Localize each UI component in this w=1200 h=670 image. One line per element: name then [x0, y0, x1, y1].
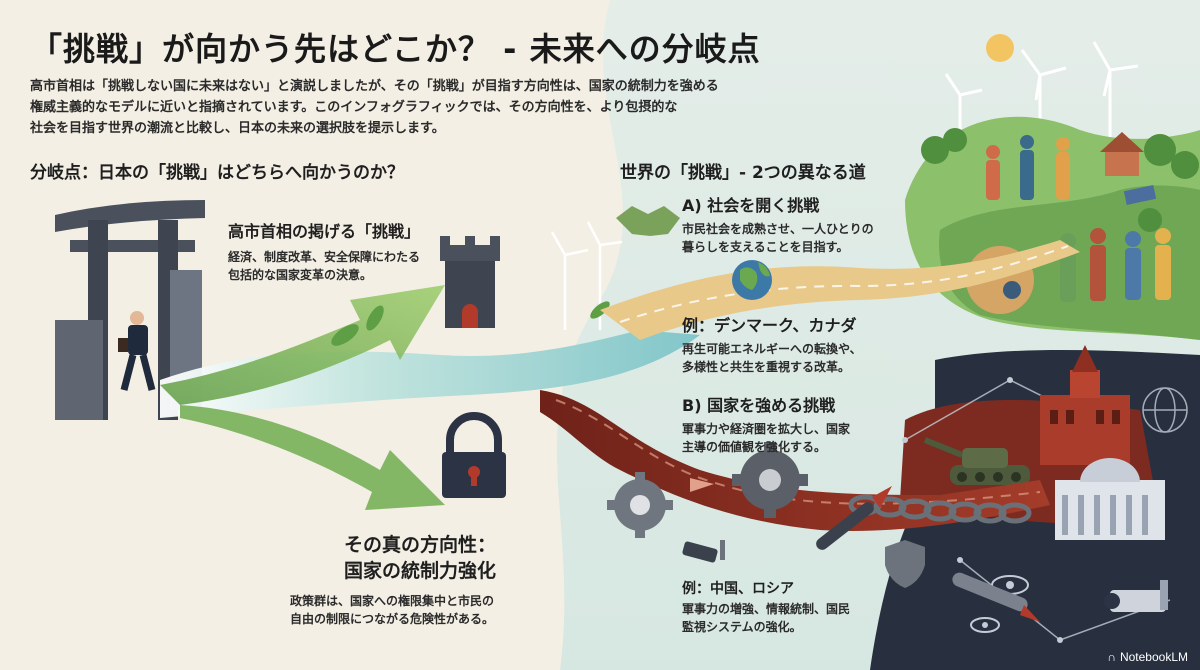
path-a-block: A) 社会を開く挑戦 市民社会を成熟させ、一人ひとりの 暮らしを支えることを目指…	[682, 192, 874, 256]
shield-icon	[885, 540, 925, 588]
government-building-white	[1055, 458, 1165, 540]
padlock-icon	[442, 412, 506, 498]
path-b-line: 軍事力や経済圏を拡大し、国家	[682, 422, 851, 436]
brand-logo-icon: ∩	[1107, 650, 1116, 664]
wind-turbine-icon	[944, 41, 1139, 150]
page-title: 「挑戦」が向かう先はどこか？ - 未来への分岐点	[30, 30, 761, 68]
gear-icon	[607, 472, 673, 538]
path-b-line: 主導の価値観を強化する。	[682, 440, 827, 454]
businessman-icon	[118, 311, 156, 391]
true-direction-line: 政策群は、国家への権限集中と市民の	[290, 594, 495, 608]
missile-icon	[952, 572, 1040, 622]
intro-text: 高市首相は「挑戦しない国に未来はない」と演説しましたが、その「挑戦」が目指す方向…	[30, 76, 790, 139]
intro-line: 権威主義的なモデルに近いと指摘されています。このインフォグラフィックでは、その方…	[30, 100, 678, 115]
path-a-line: 暮らしを支えることを目指す。	[682, 240, 849, 254]
intro-line: 高市首相は「挑戦しない国に未来はない」と演説しましたが、その「挑戦」が目指す方向…	[30, 79, 719, 94]
government-building-red	[1040, 345, 1130, 465]
true-direction-block: その真の方向性： 国家の統制力強化 政策群は、国家への権限集中と市民の 自由の制…	[290, 532, 496, 628]
path-b-example-line: 監視システムの強化。	[682, 620, 802, 634]
pm-challenge-title: 高市首相の掲げる「挑戦」	[228, 222, 421, 241]
true-direction-title: その真の方向性：	[344, 534, 497, 556]
gear-icon	[732, 442, 808, 518]
path-a-title: A) 社会を開く挑戦	[682, 196, 820, 215]
path-b-title: B) 国家を強める挑戦	[682, 396, 836, 415]
path-a-example-line: 多様性と共生を重視する改革。	[682, 360, 851, 374]
cctv-camera-icon	[682, 540, 725, 563]
path-a-example-block: 例：デンマーク、カナダ 再生可能エネルギーへの転換や、 多様性と共生を重視する改…	[682, 312, 862, 376]
globe-icon	[732, 260, 772, 300]
path-a-line: 市民社会を成熟させ、一人ひとりの	[682, 222, 874, 236]
path-b-example-block: 例：中国、ロシア 軍事力の増強、情報統制、国民 監視システムの強化。	[682, 578, 850, 636]
brand-watermark: ∩ NotebookLM	[1107, 650, 1188, 664]
path-b-example-line: 軍事力の増強、情報統制、国民	[682, 602, 851, 616]
pm-challenge-line: 包括的な国家変革の決意。	[228, 268, 373, 282]
brand-label: NotebookLM	[1119, 650, 1188, 664]
right-section-heading: 世界の「挑戦」- 2つの異なる道	[620, 163, 866, 183]
left-section-heading: 分岐点：日本の「挑戦」はどちらへ向かうのか？	[30, 163, 404, 183]
path-a-example-line: 再生可能エネルギーへの転換や、	[682, 342, 862, 356]
true-direction-line: 自由の制限につながる危険性がある。	[290, 612, 495, 626]
sun-icon	[986, 34, 1014, 62]
intro-line: 社会を目指す世界の潮流と比較し、日本の未来の選択肢を提示します。	[30, 121, 445, 136]
cctv-camera-icon	[1104, 580, 1168, 612]
missile-icon	[816, 486, 892, 550]
path-b-block: B) 国家を強める挑戦 軍事力や経済圏を拡大し、国家 主導の価値観を強化する。	[682, 392, 850, 456]
pm-challenge-line: 経済、制度改革、安全保障にわたる	[228, 250, 421, 264]
path-b-example-title: 例：中国、ロシア	[682, 581, 794, 597]
true-direction-title: 国家の統制力強化	[344, 560, 497, 582]
path-a-example-title: 例：デンマーク、カナダ	[682, 316, 857, 335]
pm-challenge-block: 高市首相の掲げる「挑戦」 経済、制度改革、安全保障にわたる 包括的な国家変革の決…	[228, 218, 420, 284]
tank-icon	[923, 437, 1030, 485]
handshake-icon	[616, 206, 680, 236]
tower-icon	[440, 236, 500, 328]
